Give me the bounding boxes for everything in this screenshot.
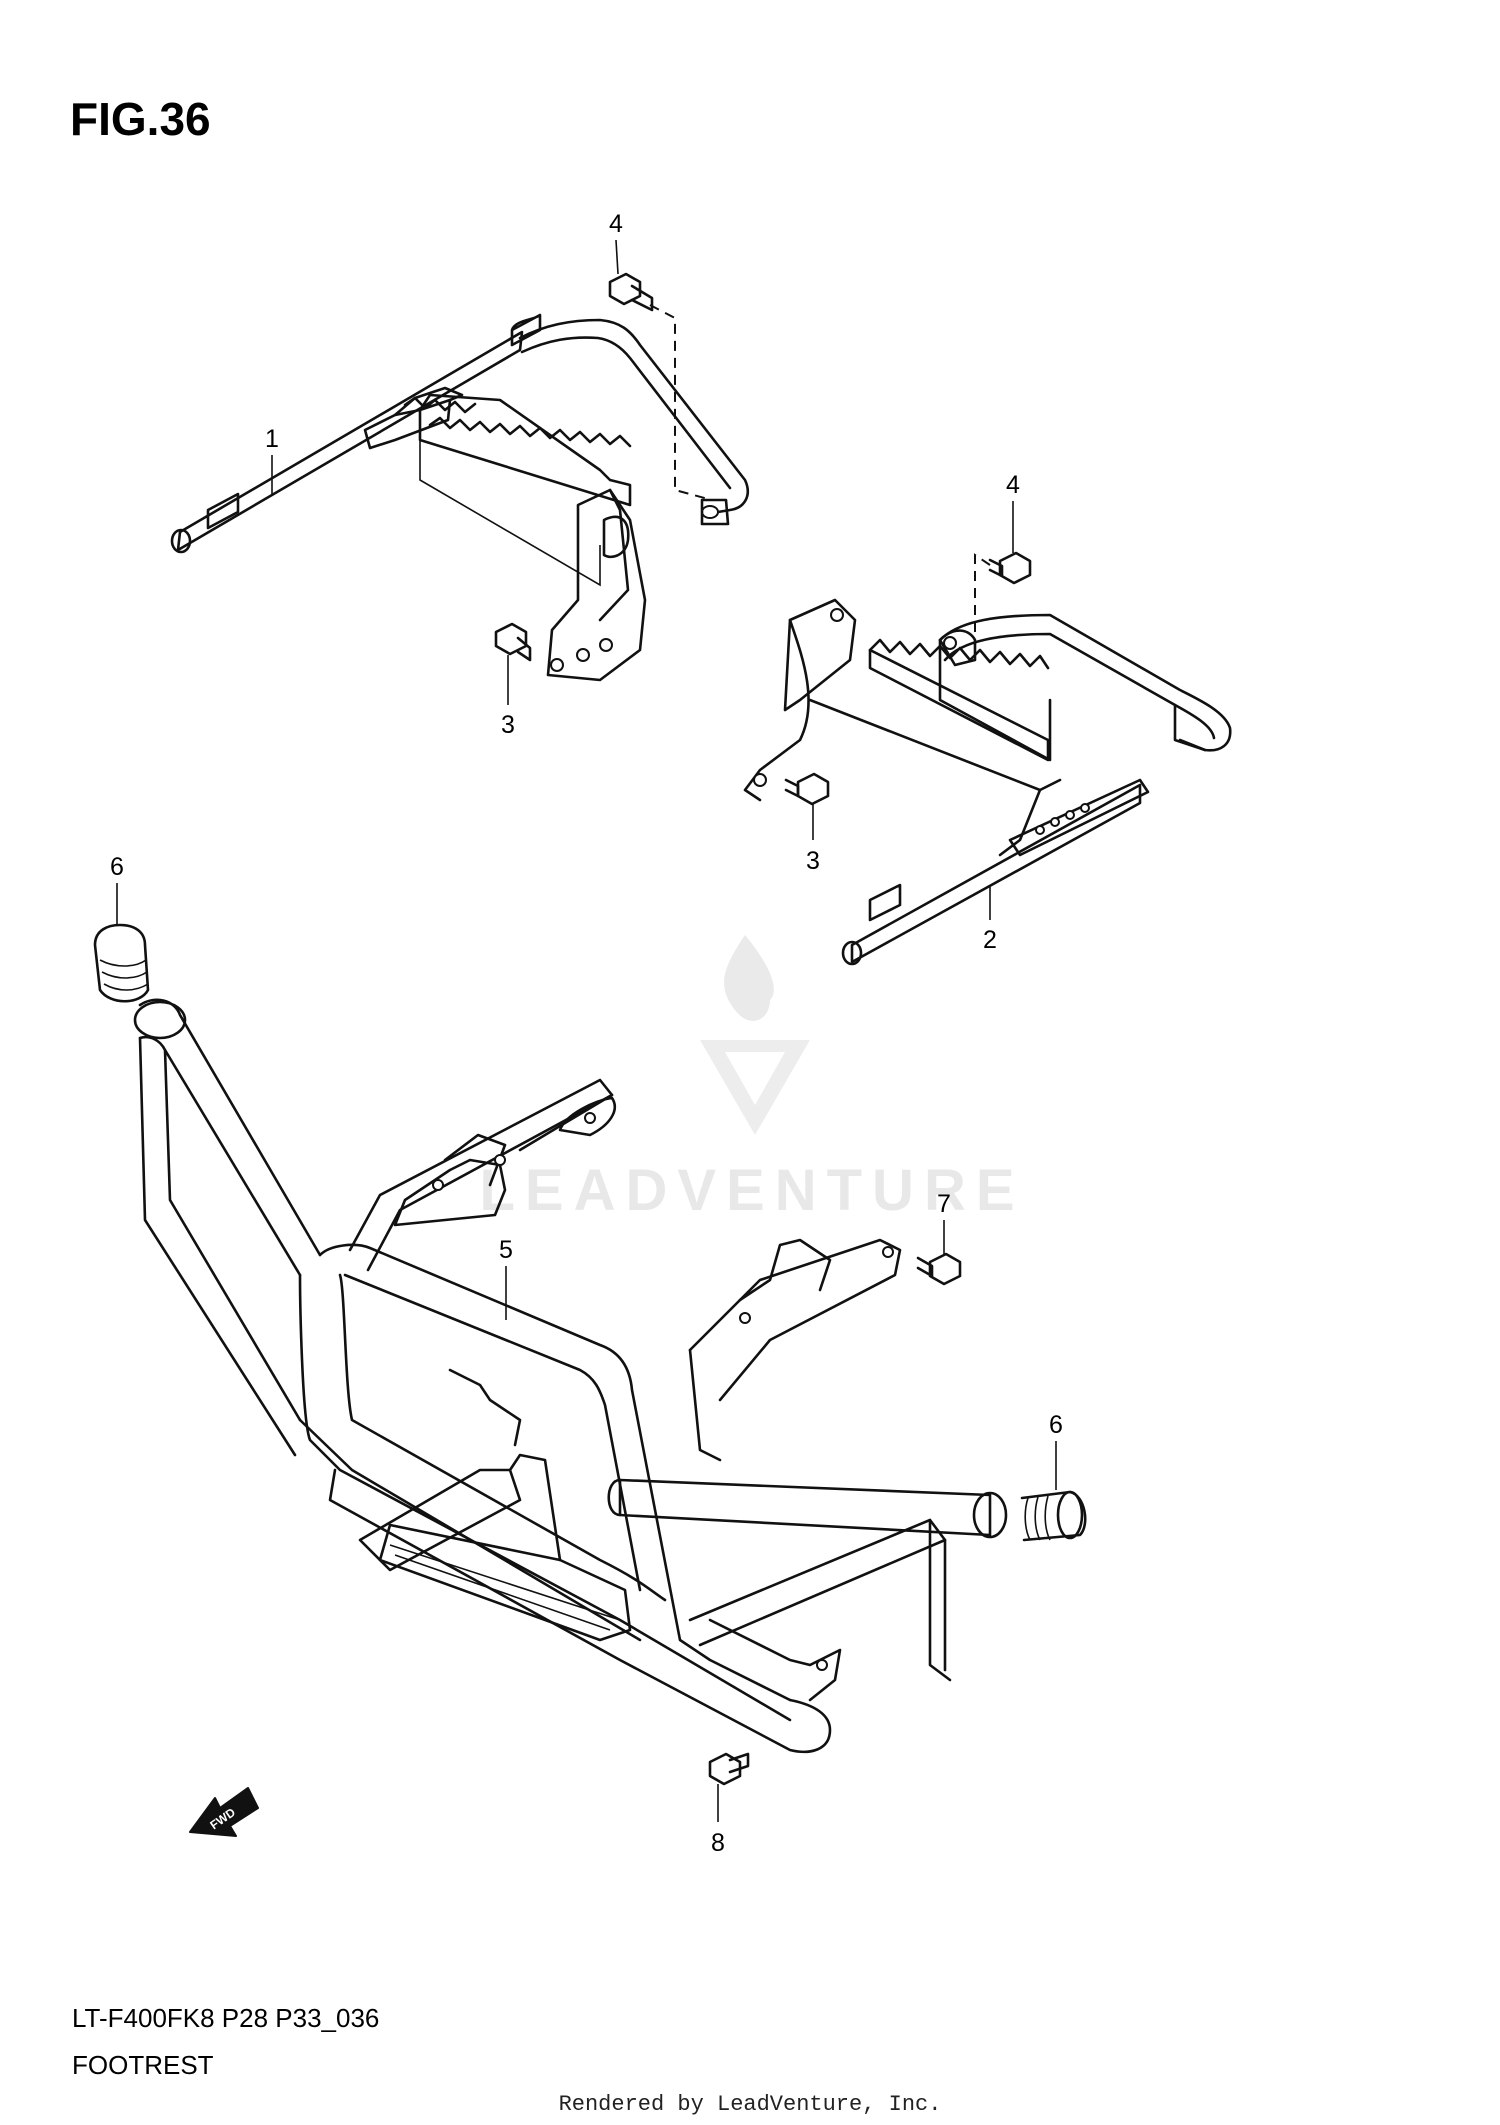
section-name: FOOTREST (72, 2050, 214, 2080)
v-logo-icon (700, 1040, 810, 1135)
callout-3-left: 3 (501, 655, 515, 739)
flame-icon (724, 935, 774, 1021)
fwd-arrow-icon: FWD (189, 1787, 259, 1837)
bolt-lower-left (494, 622, 532, 662)
callout-7: 7 (937, 1190, 951, 1254)
svg-text:4: 4 (1006, 471, 1020, 499)
callout-3-right: 3 (806, 804, 820, 875)
svg-text:4: 4 (609, 210, 623, 238)
svg-text:8: 8 (711, 1829, 725, 1857)
watermark: LEADVENTURE (479, 935, 1024, 1223)
front-bumper-guard (133, 998, 1008, 1754)
figure-title: FIG.36 (70, 93, 211, 145)
bolt-bumper-side (916, 1252, 962, 1286)
footrest-left (170, 313, 750, 682)
bolt-upper-right (974, 551, 1032, 660)
callout-4-upper: 4 (609, 210, 623, 275)
callout-6-right: 6 (1049, 1411, 1063, 1490)
rendered-by-footer: Rendered by LeadVenture, Inc. (558, 2092, 942, 2117)
svg-text:6: 6 (110, 853, 124, 881)
svg-text:1: 1 (265, 425, 279, 453)
callout-1: 1 (265, 425, 279, 495)
model-code: LT-F400FK8 P28 P33_036 (72, 2003, 380, 2033)
callout-8: 8 (711, 1784, 725, 1857)
svg-text:3: 3 (501, 711, 515, 739)
callout-4-right: 4 (1006, 471, 1020, 553)
svg-text:7: 7 (937, 1190, 951, 1218)
svg-text:6: 6 (1049, 1411, 1063, 1439)
callout-2: 2 (983, 885, 997, 954)
watermark-text: LEADVENTURE (479, 1158, 1024, 1223)
callout-5: 5 (499, 1236, 513, 1320)
bolt-bumper-bottom (708, 1752, 750, 1786)
bolt-upper-left (608, 272, 713, 501)
footrest-right (743, 598, 1232, 966)
callout-6-left: 6 (110, 853, 124, 925)
svg-text:5: 5 (499, 1236, 513, 1264)
cap-right (1020, 1490, 1087, 1542)
svg-text:2: 2 (983, 926, 997, 954)
cap-left (93, 923, 150, 1003)
bolt-lower-right (784, 772, 830, 806)
svg-text:3: 3 (806, 847, 820, 875)
